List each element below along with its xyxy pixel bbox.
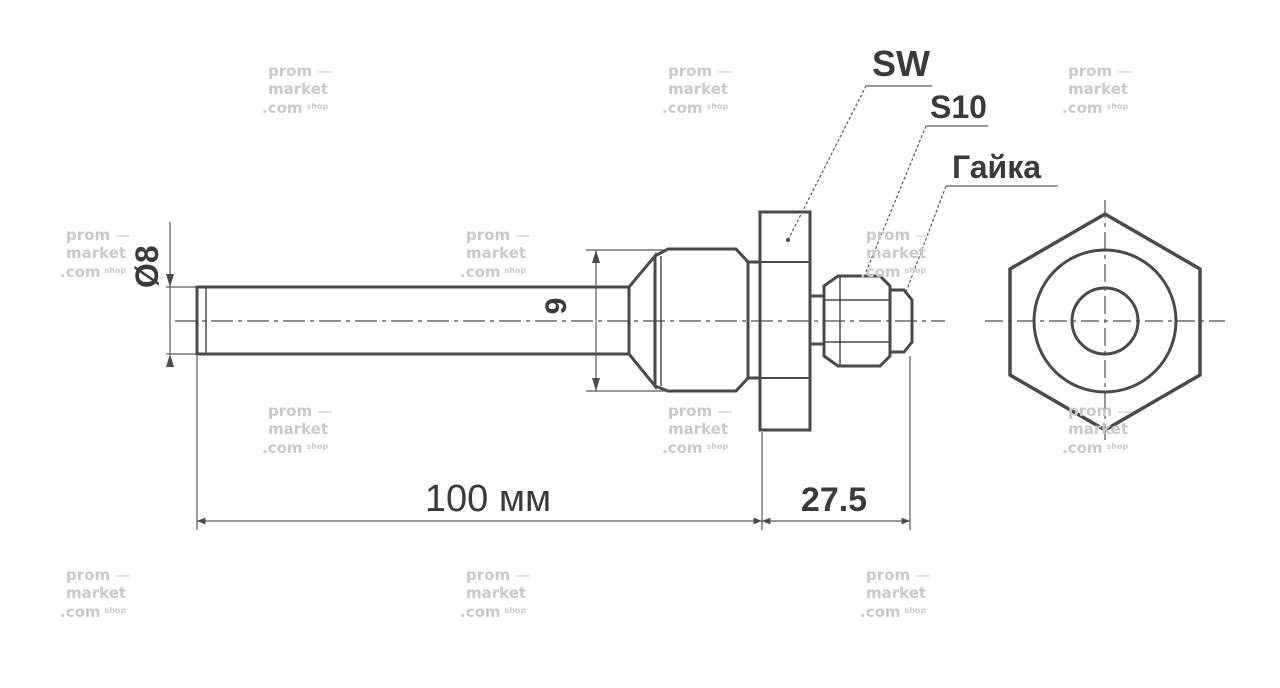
leader-nut	[905, 185, 947, 293]
cone	[627, 251, 657, 391]
label-s10: S10	[930, 89, 987, 125]
threaded-body	[654, 247, 750, 393]
hexagon-outline	[1008, 211, 1202, 433]
label-length2: 27.5	[801, 481, 867, 519]
leader-sw	[787, 85, 867, 241]
dim-9-arrow-bottom	[592, 378, 600, 391]
label-diam8: Ø8	[129, 245, 165, 288]
dim-9-arrow-top	[592, 250, 600, 263]
end-view	[985, 200, 1225, 440]
dim-d8-arrow-bottom	[166, 354, 174, 367]
dim-d8-arrow-top	[166, 274, 174, 287]
label-sw: SW	[872, 43, 930, 84]
outer-circle	[1032, 248, 1178, 394]
label-length: 100 мм	[425, 478, 551, 520]
tip	[890, 288, 914, 354]
inner-bore	[1070, 286, 1140, 356]
shaft	[195, 285, 631, 356]
leader-s10	[865, 125, 927, 273]
neck	[808, 294, 826, 346]
collar-step	[746, 260, 762, 380]
s10-nut	[822, 274, 892, 368]
leader-sw-dot	[786, 238, 790, 242]
label-nut: Гайка	[952, 149, 1041, 185]
label-d9: 9	[540, 298, 573, 315]
